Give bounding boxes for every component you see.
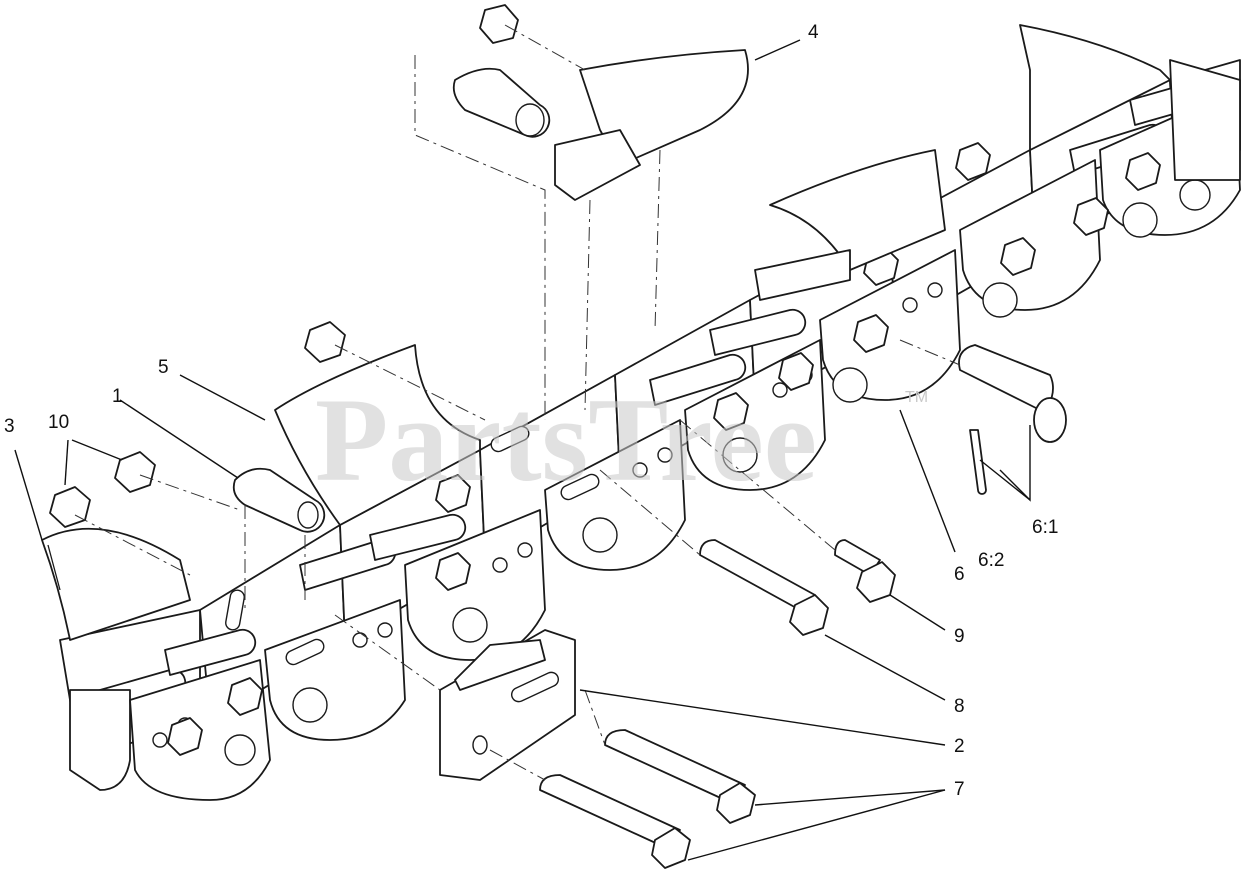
spacer-1 [232, 467, 326, 533]
callout-9: 9 [954, 626, 965, 647]
nut-part-5 [304, 321, 346, 363]
callout-6: 6 [954, 564, 965, 585]
callout-5: 5 [158, 357, 169, 378]
alignment-lines [74, 24, 961, 781]
clevis-pin-6-1 [958, 344, 1067, 495]
callout-7: 7 [954, 779, 965, 800]
bolt-9 [834, 539, 896, 603]
watermark: PartsTree [315, 373, 817, 506]
leader-lines [14, 39, 1031, 861]
plate-slots [225, 425, 600, 666]
cutter-blade-3 [41, 527, 191, 641]
callout-2: 2 [954, 736, 965, 757]
callout-6-1: 6:1 [1032, 517, 1058, 538]
callout-labels: 1 2 3 4 5 6 6:1 6:2 7 8 9 10 [4, 22, 1058, 800]
bolt-8 [699, 539, 829, 636]
chain-nuts [167, 112, 1226, 756]
callout-3: 3 [4, 416, 15, 437]
nut-10b [49, 486, 91, 528]
callout-8: 8 [954, 696, 965, 717]
callout-10: 10 [48, 412, 69, 433]
callout-6-2: 6:2 [978, 550, 1004, 571]
cutter-blade-mid [754, 149, 946, 301]
cutter-blade-top-right [1019, 24, 1241, 181]
callout-1: 1 [112, 386, 123, 407]
watermark-tm: TM [905, 389, 928, 406]
cutter-blade-5 [274, 344, 481, 526]
nut-top [479, 4, 519, 44]
callout-4: 4 [808, 22, 819, 43]
bolts-7 [539, 729, 756, 869]
clip-plate-2 [439, 629, 576, 781]
nut-10a [114, 451, 156, 493]
cutter-blade-4 [452, 49, 749, 201]
